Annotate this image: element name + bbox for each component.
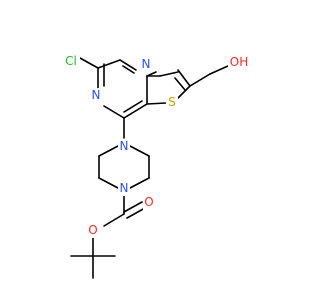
bond-s-c4a [146, 102, 167, 105]
atom-nitrogen-left: N [90, 88, 102, 103]
atom-oxygen-carbonyl: O [143, 195, 155, 210]
atom-label-n-left: N [92, 88, 101, 102]
atom-hydroxyl: OH [228, 54, 250, 70]
atom-label-n-pip-bottom: N [120, 181, 129, 195]
bond-c7a-c7 [159, 71, 179, 77]
bond-c2-ring [97, 59, 121, 69]
atom-label-s: S [168, 95, 176, 109]
bond-carbonyl-c-o [103, 213, 125, 227]
atom-labels: Cl N N S OH N N O [62, 54, 250, 238]
bond-c6-ch2 [189, 73, 211, 87]
bond-c4-n3 [103, 105, 125, 119]
atom-chlorine: Cl [62, 54, 80, 69]
atom-label-cl: Cl [65, 54, 77, 68]
atom-nitrogen-top: N [140, 57, 152, 72]
bond-c4a-c4-double [123, 100, 143, 113]
bond-carbonyl-double-1 [123, 201, 143, 213]
bonds [70, 57, 229, 279]
bond-npip-top-right [129, 145, 150, 157]
atom-label-o-carbonyl: O [144, 195, 153, 209]
bond-c7-c6-double [174, 77, 186, 91]
bond-pip-right-bottom [129, 177, 150, 189]
bond-c6-s [177, 85, 191, 99]
bond-c2-n1-double [122, 65, 135, 74]
atom-label-o-ester: O [88, 223, 97, 237]
bond-ch2-oh [209, 65, 229, 75]
atom-nitrogen-piperazine-top: N [118, 139, 130, 154]
bond-c7-c6 [177, 69, 191, 87]
bond-c4a-c4 [123, 103, 148, 119]
bond-c2-n1 [119, 59, 137, 71]
bond-carbonyl-double-2 [126, 207, 146, 219]
atom-label-n-pip-top: N [120, 139, 129, 153]
atom-sulfur: S [166, 95, 178, 110]
chemical-structure-diagram: Cl N N S OH N N O [62, 54, 250, 279]
atom-nitrogen-piperazine-bottom: N [118, 181, 130, 196]
atom-oxygen-ester: O [87, 223, 99, 238]
bond-npip-bottom-left [98, 177, 119, 189]
atom-label-oh: OH [230, 55, 248, 69]
bond-c2-cl [79, 57, 99, 69]
bond-pip-left-top [98, 145, 119, 157]
atom-label-n-top: N [142, 57, 151, 71]
